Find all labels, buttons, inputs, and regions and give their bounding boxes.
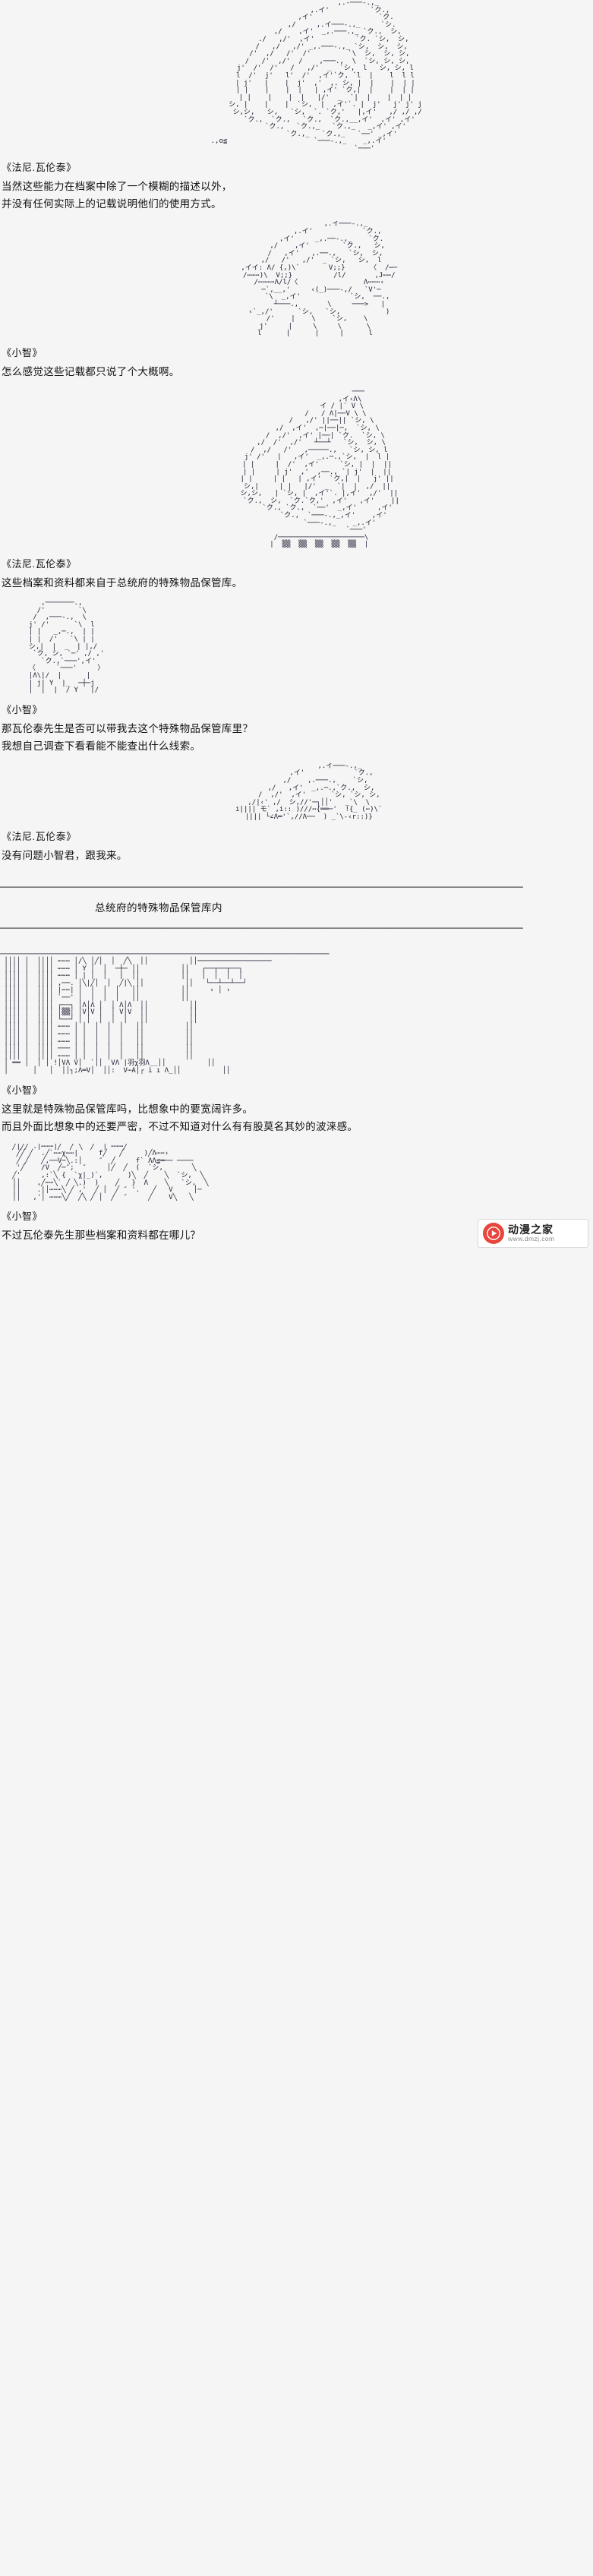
play-circle-icon [483, 1223, 504, 1245]
dialogue-line: 怎么感觉这些记载都只说了个大概啊。 [2, 365, 180, 377]
dialogue-block-1: 《法尼.瓦伦泰》 当然这些能力在档案中除了一个模糊的描述以外， 并没有任何实际上… [0, 153, 593, 221]
dialogue-block-5: 《法尼.瓦伦泰》 没有问题小智君，跟我来。 [0, 822, 593, 873]
divider-rule-bottom: ────────────────────────────────────────… [0, 923, 523, 933]
ascii-art-portrait-1: ,.-───-.,_ ,.イ' `ク., ,イ' `ク. ,/ ,.イ───-.… [210, 0, 422, 153]
ascii-art-block-6: ────────────────────────────────────────… [0, 952, 593, 1075]
brand-url: www.dmzj.com [508, 1235, 555, 1243]
dialogue-line: 并没有任何实际上的记载说明他们的使用方式。 [2, 198, 222, 210]
dialogue-line: 我想自己调查下看看能不能查出什么线索。 [2, 740, 201, 752]
speaker-name: 《小智》 [2, 703, 43, 715]
spacer [0, 941, 593, 952]
ascii-art-block-7: ╱|╱╱ .|⋯⋯⋯|╱ ╱ ╲ ╱ │ ⋯⋯⋯╱ ╱╱ ╱ .╱`⋯⋯χ⋯⋯|… [0, 1144, 593, 1202]
divider-rule-top: ────────────────────────────────────────… [0, 882, 523, 892]
dialogue-line: 而且外面比想象中的还要严密，不过不知道对什么有有股莫名其妙的波涞感。 [2, 1120, 358, 1132]
speaker-name: 《小智》 [2, 346, 43, 358]
speaker-name: 《法尼.瓦伦泰》 [2, 162, 77, 174]
speaker-name: 《小智》 [2, 1084, 43, 1096]
footer-watermark[interactable]: 动漫之家 www.dmzj.com [478, 1219, 588, 1249]
ascii-art-portrait-3: ─── ,イ‹Λ\ イ / |′ V \ / / Λ|──V \ \ / ,/'… [240, 388, 399, 549]
scene-title: 总统府的特殊物品保管库内 [95, 901, 222, 914]
comic-page: ,.-───-.,_ ,.イ' `ク., ,イ' `ク. ,/ ,.イ───-.… [0, 0, 593, 1253]
dialogue-line: 这里就是特殊物品保管库吗，比想象中的要宽阔许多。 [2, 1103, 254, 1115]
scene-divider: ────────────────────────────────────────… [0, 883, 593, 933]
brand-name: 动漫之家 [508, 1223, 554, 1236]
dialogue-block-4: 《小智》 那瓦伦泰先生是否可以带我去这个特殊物品保管库里？ 我想自己调查下看看能… [0, 695, 593, 763]
dialogue-block-3: 《法尼.瓦伦泰》 这些档案和资料都来自于总统府的特殊物品保管库。 [0, 549, 593, 600]
speaker-name: 《法尼.瓦伦泰》 [2, 558, 77, 570]
ascii-art-warehouse-interior: ────────────────────────────────────────… [0, 951, 330, 1075]
ascii-art-block-1: ,.-───-.,_ ,.イ' `ク., ,イ' `ク. ,/ ,.イ───-.… [0, 0, 593, 153]
dialogue-block-6: 《小智》 这里就是特殊物品保管库吗，比想象中的要宽阔许多。 而且外面比想象中的还… [0, 1075, 593, 1144]
ascii-art-block-2: ,.イ───-.,_ ,.イ' `ク., ,イ' _,.──-.,_ `ク. ,… [0, 221, 593, 338]
ascii-art-portrait-4: ,───────., /' `\ / ,───-., \ j' /' `\ l … [28, 600, 105, 695]
dialogue-line: 没有问题小智君，跟我来。 [2, 849, 128, 861]
dialogue-line: 不过瓦伦泰先生那些档案和资料都在哪儿？ [2, 1230, 201, 1242]
ascii-art-block-3: ─── ,イ‹Λ\ イ / |′ V \ / / Λ|──V \ \ / ,/'… [0, 389, 593, 549]
ascii-art-portrait-5: ,.イ───-.,_ ,イ' `ク., ,/ ,.───., `シ, ,/ ,イ… [235, 762, 383, 821]
dialogue-line: 那瓦伦泰先生是否可以带我去这个特殊物品保管库里？ [2, 722, 254, 734]
dialogue-block-2: 《小智》 怎么感觉这些记载都只说了个大概啊。 [0, 338, 593, 389]
dialogue-line: 这些档案和资料都来自于总统府的特殊物品保管库。 [2, 577, 243, 589]
dialogue-line: 当然这些能力在档案中除了一个模糊的描述以外， [2, 181, 232, 193]
speaker-name: 《法尼.瓦伦泰》 [2, 830, 77, 842]
dialogue-block-7: 《小智》 不过瓦伦泰先生那些档案和资料都在哪儿？ [0, 1201, 593, 1252]
ascii-art-portrait-2: ,.イ───-.,_ ,.イ' `ク., ,イ' _,.──-.,_ `ク. ,… [241, 221, 398, 338]
speaker-name: 《小智》 [2, 1211, 43, 1223]
ascii-art-block-4: ,───────., /' `\ / ,───-., \ j' /' `\ l … [0, 600, 593, 695]
ascii-art-warehouse-figure: ╱|╱╱ .|⋯⋯⋯|╱ ╱ ╲ ╱ │ ⋯⋯⋯╱ ╱╱ ╱ .╱`⋯⋯χ⋯⋯|… [12, 1143, 209, 1201]
ascii-art-block-5: ,.イ───-.,_ ,イ' `ク., ,/ ,.───., `シ, ,/ ,イ… [0, 763, 593, 822]
